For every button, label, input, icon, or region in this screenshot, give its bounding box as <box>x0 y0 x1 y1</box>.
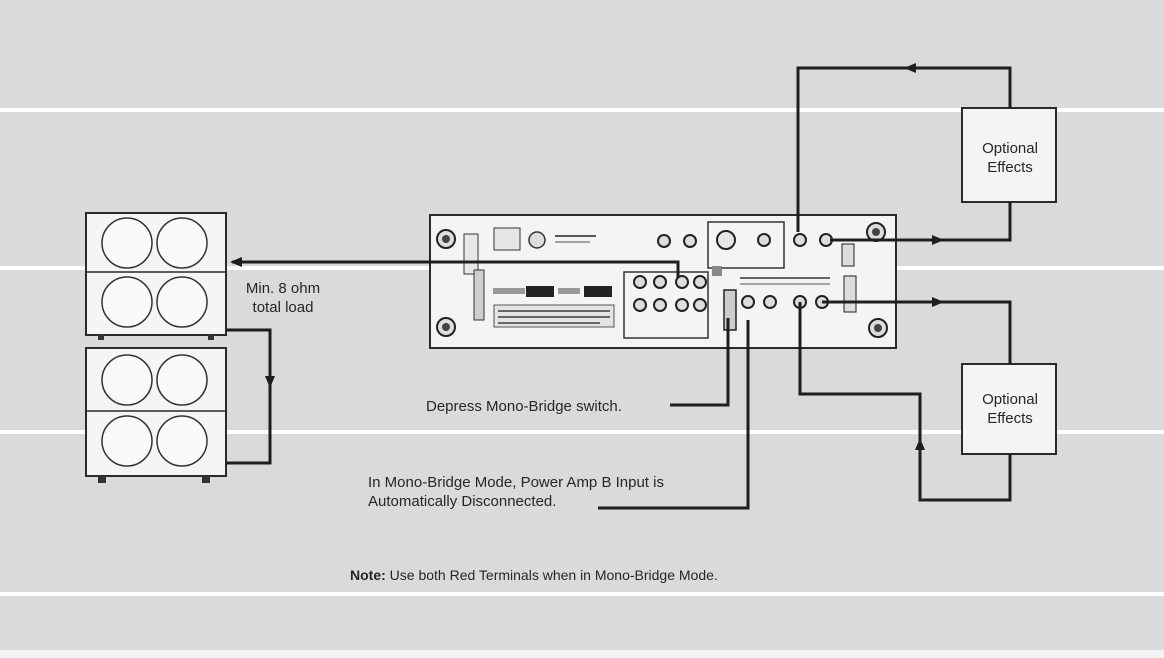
input-disconnect-line2: Automatically Disconnected. <box>368 493 557 510</box>
total-load-label-line1: Min. 8 ohm <box>245 280 321 297</box>
disconnect-leader <box>598 320 750 510</box>
background-band <box>0 430 1164 434</box>
amplifier-rear-panel <box>429 214 897 349</box>
speaker-cone <box>156 354 208 406</box>
background-edge <box>0 650 1164 658</box>
speaker-cabinet-bottom <box>85 347 227 483</box>
optional-effects-bottom-line1: Optional <box>982 391 1038 408</box>
optional-effects-top-label: Optional Effects <box>964 139 1056 177</box>
speaker-cone <box>156 276 208 328</box>
optional-effects-bottom-line2: Effects <box>987 410 1033 427</box>
total-load-label-line2: total load <box>252 299 314 316</box>
note-prefix: Note: <box>350 567 386 583</box>
arrowhead <box>932 235 944 245</box>
speaker-cone <box>101 354 153 406</box>
speaker-cabinet-top <box>85 212 227 340</box>
arrowhead <box>265 376 275 388</box>
mono-bridge-switch <box>723 289 737 331</box>
mono-switch-leader <box>670 318 730 407</box>
optional-effects-top-line1: Optional <box>982 140 1038 157</box>
optional-effects-bottom-label: Optional Effects <box>964 390 1056 428</box>
arrowhead <box>915 438 925 450</box>
speaker-cone <box>101 217 153 269</box>
effects-send-cable-bottom <box>822 300 1012 364</box>
arrowhead <box>904 63 916 73</box>
background-band <box>0 592 1164 596</box>
mono-bridge-switch-label: Depress Mono-Bridge switch. <box>426 398 622 415</box>
background-band <box>0 108 1164 112</box>
mono-bridge-note: Note: Use both Red Terminals when in Mon… <box>350 566 718 585</box>
arrowheads <box>230 63 944 450</box>
speaker-cone <box>156 415 208 467</box>
optional-effects-top-line2: Effects <box>987 159 1033 176</box>
total-load-label: Min. 8 ohm total load <box>228 279 338 317</box>
input-disconnect-line1: In Mono-Bridge Mode, Power Amp B Input i… <box>368 474 664 491</box>
speaker-cable <box>232 260 680 278</box>
note-text: Use both Red Terminals when in Mono-Brid… <box>385 567 718 583</box>
speaker-cone <box>101 415 153 467</box>
arrowhead <box>230 257 242 267</box>
speaker-cone <box>101 276 153 328</box>
speaker-link-cable <box>226 328 272 465</box>
speaker-cone <box>156 217 208 269</box>
arrowhead <box>932 297 944 307</box>
effects-return-cable-top <box>830 202 1012 242</box>
input-disconnect-label: In Mono-Bridge Mode, Power Amp B Input i… <box>368 473 664 511</box>
